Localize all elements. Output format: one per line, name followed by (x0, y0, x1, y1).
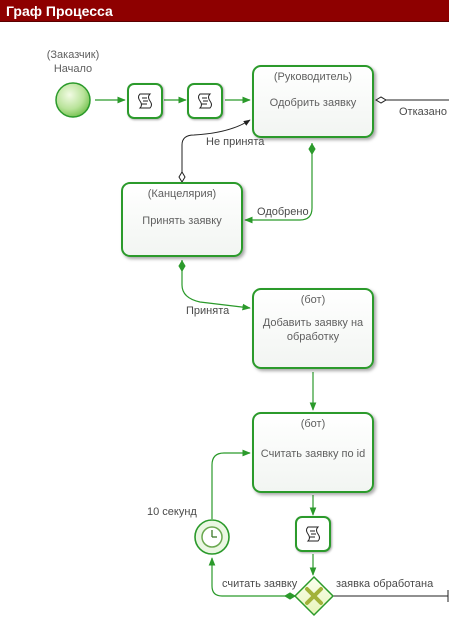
timer-event[interactable] (194, 519, 230, 555)
start-event-name: Начало (53, 63, 93, 75)
gateway-x-icon (305, 587, 323, 605)
label-read-request: считать заявку (222, 578, 298, 590)
flow-timer-to-read[interactable] (211, 449, 251, 519)
panel-title: Граф Процесса (6, 3, 113, 19)
task-read-by-id[interactable]: (бот) Считать заявку по id (252, 412, 374, 493)
panel-header: Граф Процесса (0, 0, 449, 22)
task-role: (бот) (300, 418, 326, 430)
task-add-for-processing[interactable]: (бот) Добавить заявку на обработку (252, 288, 374, 369)
task-accept-request[interactable]: (Канцелярия) Принять заявку (121, 182, 243, 257)
task-name: Принять заявку (142, 215, 222, 227)
start-event-role: (Заказчик) (46, 49, 100, 61)
task-name: Считать заявку по id (260, 448, 366, 460)
script-task-1[interactable] (127, 83, 163, 119)
flow-not-accepted[interactable] (178, 119, 251, 183)
flow-read-request[interactable] (208, 557, 296, 600)
task-name: Одобрить заявку (269, 97, 357, 109)
task-approve-request[interactable]: (Руководитель) Одобрить заявку (252, 65, 374, 138)
label-rejected: Отказано (399, 106, 447, 118)
script-icon (306, 526, 320, 542)
timer-label: 10 секунд (147, 506, 197, 518)
flow-accepted[interactable] (178, 260, 251, 311)
start-event-label: (Заказчик) Начало (30, 48, 116, 76)
label-accepted: Принята (186, 305, 230, 317)
start-event[interactable] (55, 82, 91, 118)
script-icon (138, 93, 152, 109)
label-approved: Одобрено (257, 206, 309, 218)
flow-approved[interactable] (244, 143, 316, 224)
task-role: (Канцелярия) (147, 188, 217, 200)
task-role: (бот) (300, 294, 326, 306)
script-icon (198, 93, 212, 109)
script-task-2[interactable] (187, 83, 223, 119)
task-name: Добавить заявку на обработку (262, 317, 364, 343)
exclusive-gateway[interactable] (293, 575, 335, 617)
label-not-accepted: Не принята (206, 136, 265, 148)
label-request-processed: заявка обработана (336, 578, 434, 590)
task-role: (Руководитель) (273, 71, 353, 83)
script-task-3[interactable] (295, 516, 331, 552)
